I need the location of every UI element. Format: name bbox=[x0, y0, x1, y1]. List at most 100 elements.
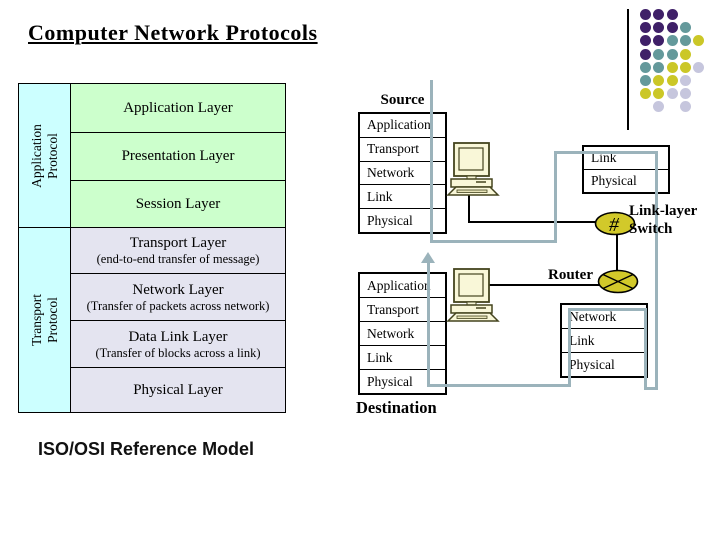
osi-row-presentation: Presentation Layer bbox=[70, 132, 286, 181]
decoration-dot bbox=[666, 88, 678, 100]
stack-row: Network bbox=[562, 305, 646, 329]
switch-label-line1: Link-layer bbox=[629, 203, 698, 219]
stack-row: Network bbox=[360, 162, 445, 186]
stack-row: Transport bbox=[360, 298, 445, 322]
layer-note: (end-to-end transfer of message) bbox=[96, 252, 260, 266]
slide-title: Computer Network Protocols bbox=[28, 20, 318, 45]
decoration-dot bbox=[679, 88, 691, 100]
decoration-dot bbox=[640, 75, 651, 86]
destination-stack: Application Transport Network Link Physi… bbox=[358, 272, 447, 395]
osi-table: Application Protocol Transport Protocol … bbox=[18, 83, 286, 413]
application-protocol-label: Application Protocol bbox=[28, 123, 60, 188]
layer-name: Application Layer bbox=[123, 99, 233, 116]
stack-row: Physical bbox=[367, 212, 413, 228]
decoration-dot bbox=[653, 75, 665, 86]
footer-caption: ISO/OSI Reference Model bbox=[38, 439, 255, 459]
flow-switch-link-layer bbox=[554, 151, 658, 154]
decoration-dot bbox=[679, 61, 691, 73]
osi-row-session: Session Layer bbox=[70, 180, 286, 228]
switch-symbol: # bbox=[609, 214, 620, 236]
layer-note: (Transfer of blocks across a link) bbox=[95, 345, 261, 360]
stack-row: Transport bbox=[360, 138, 445, 162]
computer-icon-destination bbox=[446, 268, 500, 322]
flow-arrowhead bbox=[421, 252, 435, 263]
layer-name: Data Link Layer bbox=[128, 328, 228, 345]
decoration-vertical-line bbox=[627, 9, 629, 130]
source-stack: Application Transport Network Link Physi… bbox=[358, 112, 447, 234]
decoration-dot bbox=[653, 101, 665, 113]
decoration-dot bbox=[666, 22, 678, 34]
layer-note: (Transfer of packets across network) bbox=[86, 298, 270, 313]
layer-name: Transport Layer bbox=[129, 235, 227, 251]
decoration-dot bbox=[679, 48, 691, 60]
decoration-dot bbox=[640, 22, 651, 34]
osi-row-physical: Physical Layer bbox=[70, 367, 286, 413]
stack-row: Physical bbox=[569, 356, 615, 372]
transport-protocol-label: Transport Protocol bbox=[28, 293, 60, 347]
flow-router-network bbox=[568, 308, 647, 311]
decoration-dot bbox=[666, 61, 678, 73]
decoration-dot bbox=[666, 9, 678, 20]
decoration-dot bbox=[640, 61, 651, 73]
decoration-dot bbox=[640, 88, 651, 100]
layer-name: Physical Layer bbox=[133, 381, 223, 398]
decoration-dot bbox=[640, 48, 651, 60]
decoration-dot bbox=[679, 35, 691, 47]
decoration-dot bbox=[653, 35, 665, 47]
decoration-dot bbox=[653, 9, 665, 20]
link-switch-to-router bbox=[616, 234, 618, 271]
osi-side-cell-transport-protocol: Transport Protocol bbox=[18, 227, 71, 413]
decoration-dot bbox=[653, 48, 665, 60]
decoration-dot bbox=[653, 61, 665, 73]
link-layer-switch-label: Link-layer Switch bbox=[629, 202, 697, 238]
link-layer-switch-icon: # bbox=[594, 211, 636, 236]
stack-row: Link bbox=[562, 329, 646, 353]
source-label: Source bbox=[380, 92, 425, 108]
stack-row: Link bbox=[360, 346, 445, 370]
flow-router-down bbox=[568, 308, 571, 387]
stack-row: Physical bbox=[591, 173, 637, 188]
decoration-dot bbox=[653, 22, 665, 34]
switch-label-line2: Switch bbox=[629, 221, 673, 237]
link-computer-to-switch bbox=[468, 221, 599, 223]
stack-row: Application bbox=[360, 114, 445, 138]
computer-icon-source bbox=[446, 142, 500, 196]
decoration-dot bbox=[640, 35, 651, 47]
flow-router-up bbox=[644, 308, 647, 390]
decoration-dot bbox=[666, 75, 678, 86]
decoration-dot bbox=[640, 9, 651, 20]
flow-hook bbox=[644, 387, 658, 390]
stack-row: Application bbox=[360, 274, 445, 298]
decoration-dot bbox=[653, 88, 665, 100]
link-computer-to-router bbox=[486, 284, 600, 286]
decoration-dot bbox=[693, 35, 705, 47]
destination-label: Destination bbox=[356, 398, 437, 417]
layer-name: Session Layer bbox=[135, 195, 221, 212]
decoration-dot bbox=[679, 75, 691, 86]
decoration-dot bbox=[679, 101, 691, 113]
osi-row-transport: Transport Layer (end-to-end transfer of … bbox=[70, 227, 286, 274]
osi-row-datalink: Data Link Layer (Transfer of blocks acro… bbox=[70, 320, 286, 368]
flow-under-source bbox=[430, 240, 557, 243]
flow-to-destination bbox=[428, 384, 571, 387]
decoration-dot bbox=[693, 61, 705, 73]
flow-up-to-switch bbox=[554, 151, 557, 243]
layer-name: Presentation Layer bbox=[121, 148, 235, 164]
stack-row: Network bbox=[360, 322, 445, 346]
flow-destination-up bbox=[427, 262, 430, 387]
osi-row-application: Application Layer bbox=[70, 83, 286, 133]
flow-source-down bbox=[430, 80, 433, 242]
osi-side-cell-application-protocol: Application Protocol bbox=[18, 83, 71, 228]
router-label: Router bbox=[548, 267, 593, 283]
decoration-dot bbox=[666, 48, 678, 60]
decoration-dot bbox=[666, 35, 678, 47]
stack-row: Physical bbox=[367, 373, 413, 389]
router-stack: Network Link Physical bbox=[560, 303, 648, 378]
stack-row: Link bbox=[360, 185, 445, 210]
router-icon bbox=[597, 269, 639, 294]
flow-switch-down bbox=[655, 151, 658, 390]
link-source-computer-drop bbox=[468, 195, 470, 223]
layer-name: Network Layer bbox=[132, 281, 224, 298]
decoration-dot bbox=[679, 22, 691, 34]
